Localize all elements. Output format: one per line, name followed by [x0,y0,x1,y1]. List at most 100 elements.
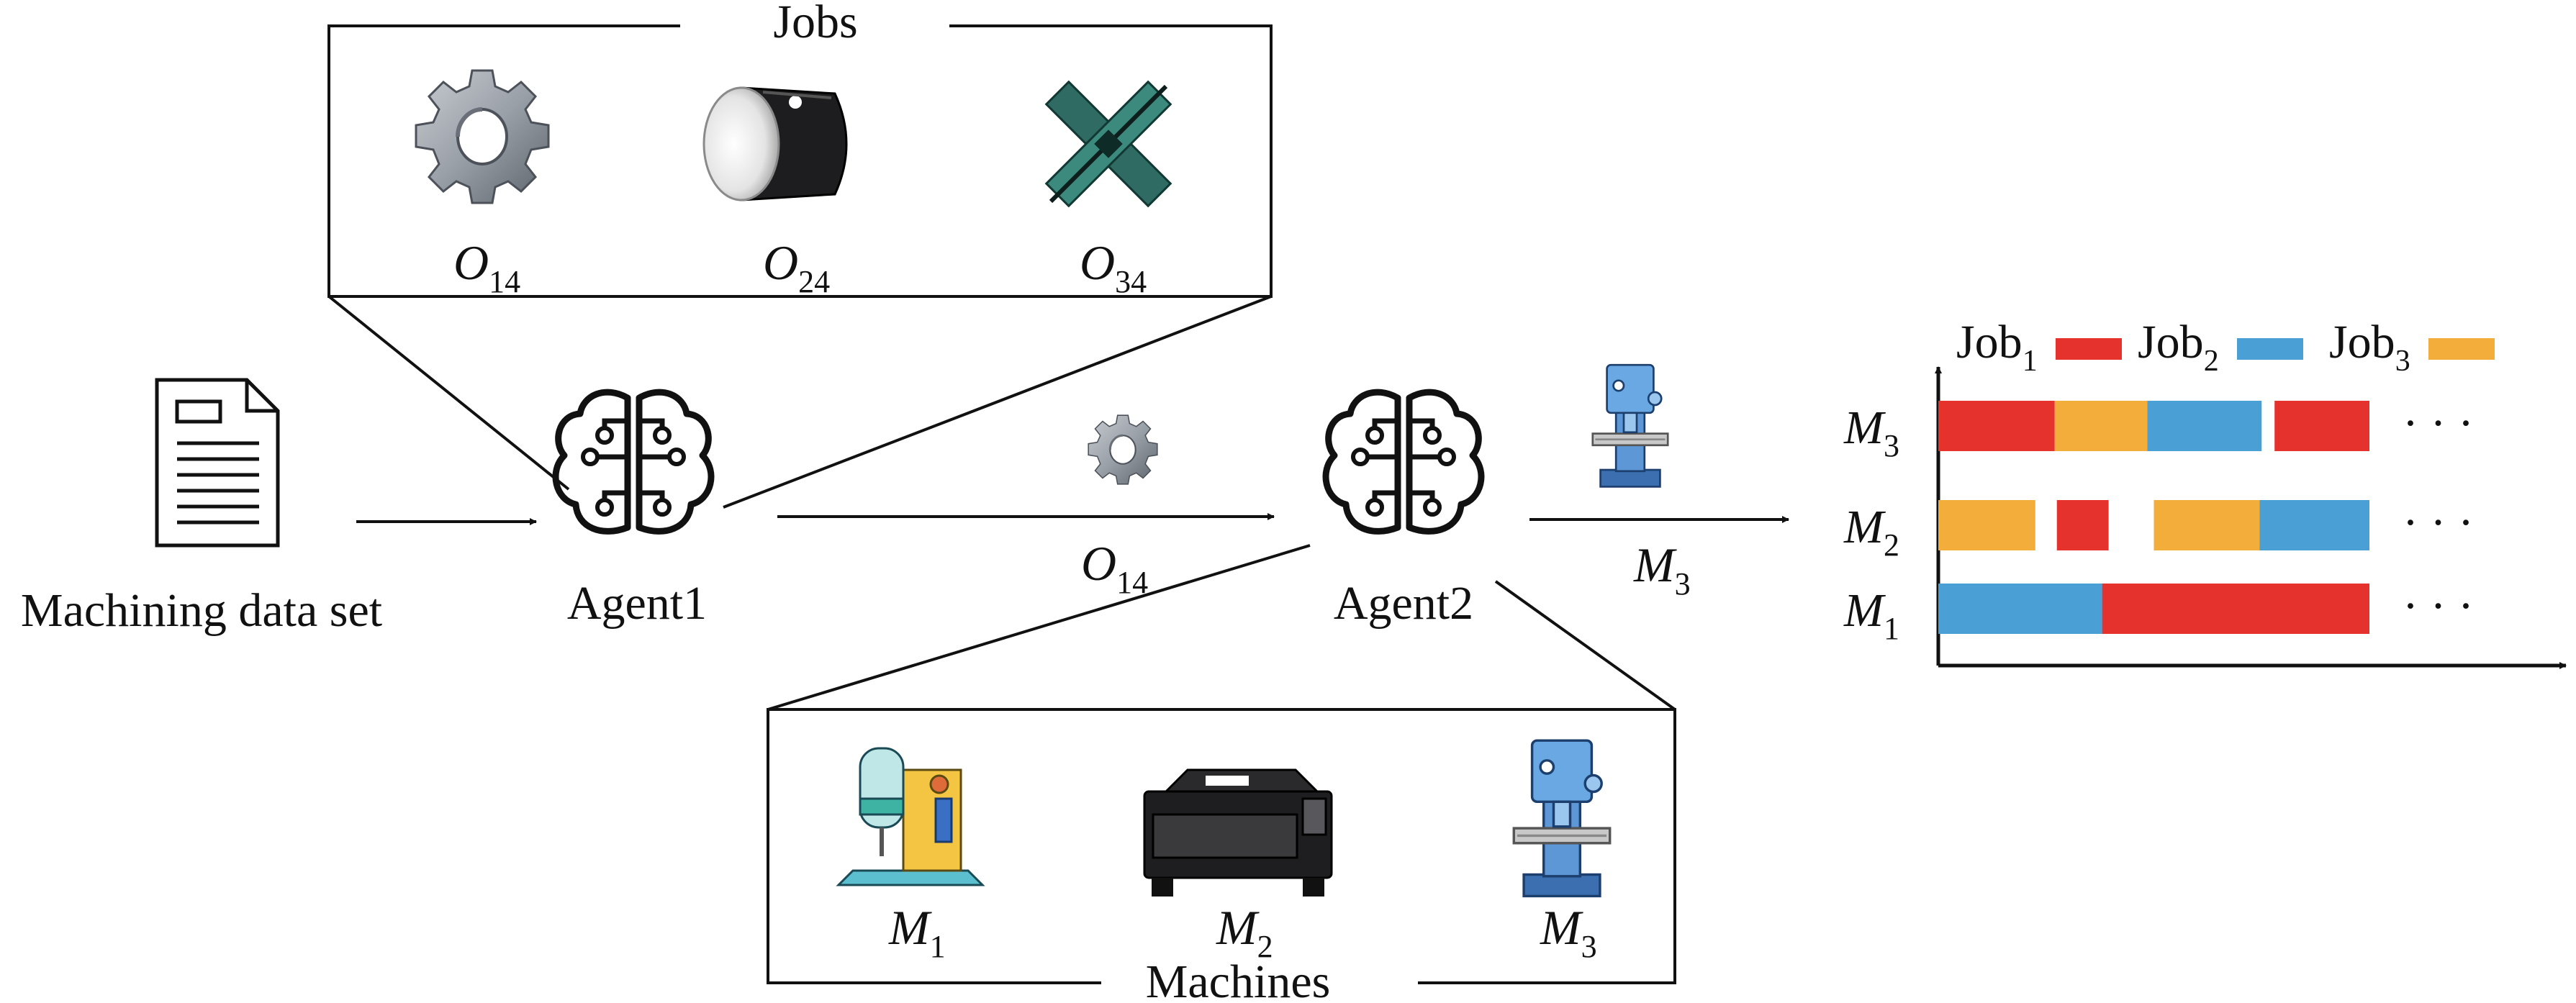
agent1-brain-icon-node [595,426,614,445]
transfer-machine-label-subscript: 3 [1675,566,1691,602]
gantt-row: M2 · · · [1843,496,2474,563]
gantt-bar [1938,500,2035,550]
gantt-row-label-subscript: 2 [1884,527,1899,563]
agent2-brain-icon-node [1437,448,1456,466]
agent2-to-machines-line-left [767,544,1311,711]
transfer-job-label-subscript: 14 [1116,565,1148,600]
document-icon-box [175,399,222,424]
machine-label: M1 [888,900,946,964]
transfer-job-label-symbol: O [1081,536,1116,591]
gantt-bar [2054,401,2148,451]
machine-drill-icon-knob [929,774,949,794]
machine-label-symbol: M [1540,900,1583,955]
gantt-bar [1938,401,2055,451]
gantt-row-label-symbol: M [1843,401,1886,454]
job-label-subscript: 34 [1115,264,1147,299]
legend-subscript: 1 [2023,345,2038,378]
gantt-row-label-subscript: 1 [1884,611,1899,646]
legend-label: Job1 [1956,316,2038,378]
document-icon [155,378,280,548]
agent2-brain-icon-node [1365,426,1384,445]
agent2-to-machines-line-right [1494,580,1676,711]
jobs-to-agent1-line-right [723,295,1272,509]
agent1-brain-icon-left-lobe [552,389,631,535]
legend-label: Job3 [2329,316,2410,378]
agent1-brain-icon-node [581,448,600,466]
gantt-bar [2102,584,2369,634]
machine-cnc-icon [1143,768,1333,897]
gantt-bar [2274,401,2369,451]
gantt-continuation: · · · [2403,496,2474,549]
gantt-row-label-symbol: M [1843,501,1886,553]
machine-mill-icon-shape [1512,739,1612,898]
gantt-row-label: M1 [1843,584,1899,646]
job-piston-icon-ring [762,91,832,99]
gantt-bar [1938,584,2102,634]
agent2-brain-icon-node [1365,498,1384,517]
machine-drill-icon-collar [859,797,905,816]
gantt-row: M3 · · · [1843,397,2474,463]
legend-swatch [2056,338,2122,360]
legend-swatch [2237,338,2303,360]
job-cross-bracket-icon [1044,80,1172,208]
machine-label-subscript: 1 [930,929,946,964]
agent2-brain-icon-node [1423,426,1442,445]
transfer-machine-label: M3 [1633,537,1691,602]
gantt-row-label-symbol: M [1843,584,1886,637]
machine-drill-icon [836,747,985,886]
job-item: O34 [1080,235,1147,299]
job-label: O24 [763,235,830,299]
job-piston-icon [702,86,848,201]
agent1-label: Agent1 [567,577,707,630]
gantt-bar [2259,500,2369,550]
agent1-brain-icon-node [653,498,672,517]
machine-label: M3 [1540,900,1597,964]
job-label-symbol: O [763,235,798,290]
job-gear-icon [416,71,548,203]
agent2-label: Agent2 [1334,577,1473,630]
legend-item: Job1 [1956,316,2122,378]
gantt-row: M1· · · [1843,580,2474,646]
document-icon-fold [245,380,278,413]
job-item: O14 [453,235,520,299]
agent2-brain-icon [1322,389,1485,535]
transfer-mill-icon-shape [1591,363,1669,488]
machine-mill-icon [1512,739,1612,898]
agent1-brain-icon-node [667,448,686,466]
gantt-row-label: M2 [1843,501,1899,563]
job-label: O34 [1080,235,1147,299]
machine-cnc-icon-slot [1206,776,1249,786]
legend-item: Job3 [2329,316,2495,378]
legend-subscript: 2 [2204,345,2219,378]
agent1-brain-icon [552,389,715,535]
machine-label-subscript: 3 [1581,929,1597,964]
job-piston-icon-pin-hole [789,96,802,109]
transfer-gear-icon [1087,414,1159,486]
legend-label: Job2 [2138,316,2219,378]
jobs-panel-title: Jobs [773,0,857,48]
gantt-bar [2154,500,2260,550]
machine-label: M2 [1216,900,1273,964]
transfer-gear-icon-shape [1087,414,1159,486]
machines-panel-frame [767,708,1676,984]
gantt-continuation: · · · [2403,397,2474,450]
agent2-brain-icon-right-lobe [1406,389,1485,535]
transfer-job-label: O14 [1081,536,1148,600]
job-piston-icon-face [702,86,780,201]
agent1-brain-icon-right-lobe [636,389,715,535]
job-label: O14 [453,235,520,299]
gantt-bar [2056,500,2109,550]
machine-cnc-icon-control-panel [1301,797,1327,836]
gantt-bar [2147,401,2262,451]
machine-drill-icon-base [836,869,985,886]
job-label-subscript: 14 [489,264,520,299]
gantt-row-label: M3 [1843,401,1899,463]
machines-panel-title: Machines [1146,956,1331,999]
gantt-row-label-subscript: 3 [1884,428,1899,463]
machine-cnc-icon-window [1152,813,1298,859]
legend-swatch [2428,338,2495,360]
machine-label-symbol: M [1216,900,1260,955]
